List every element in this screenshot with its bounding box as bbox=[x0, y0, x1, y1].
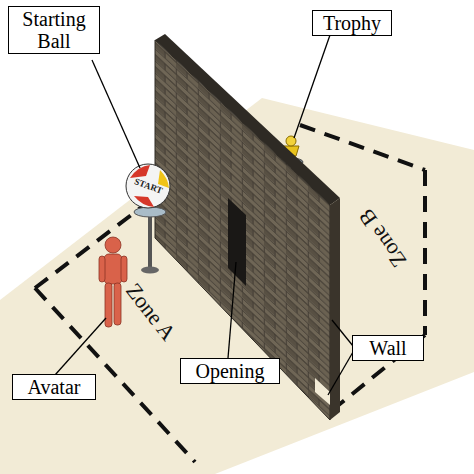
callout-text: Opening bbox=[184, 360, 276, 382]
opening bbox=[228, 198, 246, 286]
callout-text: Wall bbox=[356, 337, 420, 359]
callout-text: Trophy bbox=[316, 12, 388, 34]
callout-box: Trophy bbox=[312, 10, 392, 36]
leader-line bbox=[55, 35, 353, 395]
callout-box: Wall bbox=[352, 335, 424, 361]
callout-box: Avatar bbox=[12, 374, 96, 400]
callout-box: Opening bbox=[180, 358, 280, 384]
starting-ball bbox=[126, 164, 170, 274]
callout-box: Starting Ball bbox=[8, 6, 100, 54]
wall bbox=[155, 34, 340, 420]
callout-text: Starting Ball bbox=[12, 8, 96, 52]
avatar bbox=[99, 237, 127, 327]
callout-text: Avatar bbox=[16, 376, 92, 398]
